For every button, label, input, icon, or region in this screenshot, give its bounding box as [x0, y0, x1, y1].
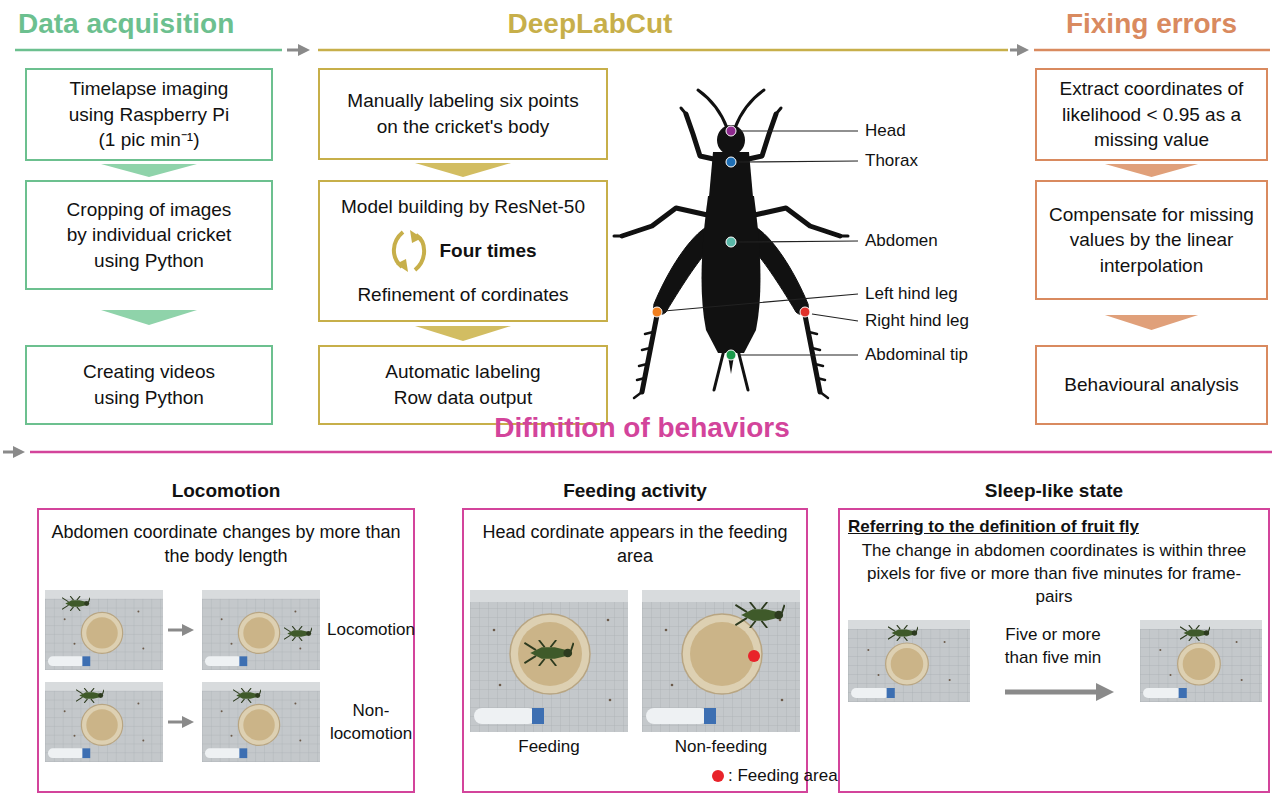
- process-box: Extract coordinates of likelihood < 0.95…: [1035, 68, 1268, 161]
- panel-text: Non-locomotion: [325, 700, 417, 746]
- panel-text: Referring to the definition of fruit fly: [848, 516, 1260, 539]
- photo-group: [470, 590, 800, 732]
- panel-text: Locomotion: [325, 619, 417, 642]
- legend-text: : Feeding area: [728, 766, 838, 786]
- photo-arrow: [168, 721, 184, 724]
- photo: [848, 620, 970, 702]
- part-label: Abdominal tip: [865, 344, 968, 365]
- flow-arrowhead: [1105, 164, 1198, 177]
- cycle-row: Four times: [389, 228, 536, 274]
- box-text: Timelapse imaging using Raspberry Pi (1 …: [59, 76, 239, 153]
- feeding-area-dot: [748, 650, 760, 662]
- section-heading: DeepLabCut: [440, 6, 740, 41]
- photo: [1140, 620, 1262, 702]
- behavior-panel: LocomotionAbdomen coordinate changes by …: [37, 476, 415, 793]
- cycle-arrows: [389, 228, 429, 274]
- photo: [202, 682, 320, 762]
- box-text: Behavioural analysis: [1064, 372, 1238, 398]
- panel-heading: Locomotion: [37, 478, 415, 504]
- box-text: Manually labeling six points on the cric…: [341, 88, 586, 139]
- box-text: Compensate for missing values by the lin…: [1049, 202, 1254, 279]
- photo: [45, 682, 163, 762]
- behavior-panel: Sleep-like stateReferring to the definit…: [838, 476, 1270, 793]
- photo: [45, 590, 163, 670]
- panel-heading: Feeding activity: [462, 478, 808, 504]
- photo-group: [45, 590, 320, 762]
- section-rules: [3, 50, 1272, 452]
- process-box: Behavioural analysis: [1035, 345, 1268, 425]
- panel-text: Five or more than five min: [988, 624, 1118, 670]
- loop-label: Four times: [439, 238, 536, 264]
- legend-row: : Feeding area: [712, 766, 838, 786]
- photo: [470, 590, 628, 732]
- section-rule: [30, 451, 1272, 454]
- cricket-photo: [76, 688, 104, 703]
- box-text: Model building by ResNet-50: [341, 194, 585, 220]
- flow-arrowhead: [415, 163, 511, 177]
- flow-arrowhead: [101, 164, 197, 177]
- box-text: Creating videos using Python: [59, 359, 239, 410]
- process-box: Cropping of images by individual cricket…: [25, 180, 273, 290]
- panel-text: Non-feeding: [642, 736, 800, 759]
- section-rule: [318, 49, 1008, 52]
- flow-arrow: [1010, 49, 1019, 52]
- process-box: Manually labeling six points on the cric…: [318, 68, 608, 160]
- flow-arrow: [287, 49, 300, 52]
- process-box: Creating videos using Python: [25, 345, 273, 425]
- part-label: Head: [865, 120, 906, 141]
- flow-arrowhead: [1105, 315, 1198, 330]
- legend-swatch: [712, 770, 724, 782]
- section-rule: [1034, 49, 1270, 52]
- cricket-photo: [233, 688, 261, 703]
- part-label: Abdomen: [865, 230, 938, 251]
- cycle-head: [410, 230, 422, 243]
- flow-arrow: [3, 451, 15, 454]
- flow-arrowhead: [101, 310, 197, 325]
- cricket-photo: [284, 626, 312, 641]
- cricket-photo: [735, 602, 784, 628]
- section-heading: Fixing errors: [1035, 6, 1268, 41]
- panel-text: Abdomen coordinate changes by more than …: [43, 520, 409, 569]
- section-heading: Difinition of behaviors: [300, 410, 984, 445]
- process-box: Model building by ResNet-50Four timesRef…: [318, 180, 608, 322]
- section-rule: [15, 49, 282, 52]
- part-label: Right hind leg: [865, 310, 969, 331]
- photo: [202, 590, 320, 670]
- box-text: Automatic labeling Row data output: [371, 359, 556, 410]
- box-text: Refinement of cordinates: [357, 282, 568, 308]
- cycle-head: [396, 259, 408, 272]
- box-text: Cropping of images by individual cricket…: [59, 197, 239, 274]
- behavior-panel: Feeding activityHead cordinate appears i…: [462, 476, 808, 793]
- process-box: Timelapse imaging using Raspberry Pi (1 …: [25, 68, 273, 161]
- cricket-photo: [1180, 625, 1210, 641]
- panel-text: Feeding: [470, 736, 628, 759]
- photo-group: [848, 620, 1262, 702]
- cricket-photo: [524, 640, 573, 666]
- box-text: Extract coordinates of likelihood < 0.95…: [1049, 76, 1254, 153]
- part-label: Thorax: [865, 150, 918, 171]
- leader-lines: [664, 131, 858, 355]
- body-point-dots: [652, 126, 810, 360]
- section-heading: Data acquisition: [18, 6, 288, 41]
- cricket-illustration: [614, 90, 848, 398]
- photo-arrow: [168, 629, 184, 632]
- photo: [642, 590, 800, 732]
- panel-text: The change in abdomen coordinates is wit…: [850, 540, 1258, 609]
- panel-heading: Sleep-like state: [838, 478, 1270, 504]
- cricket-photo: [62, 596, 90, 611]
- time-arrow: [1005, 690, 1098, 695]
- part-label: Left hind leg: [865, 283, 958, 304]
- panel-text: Head cordinate appears in the feeding ar…: [468, 520, 802, 569]
- flow-arrowhead: [415, 326, 511, 341]
- cricket-photo: [888, 625, 918, 641]
- process-box: Compensate for missing values by the lin…: [1035, 180, 1268, 300]
